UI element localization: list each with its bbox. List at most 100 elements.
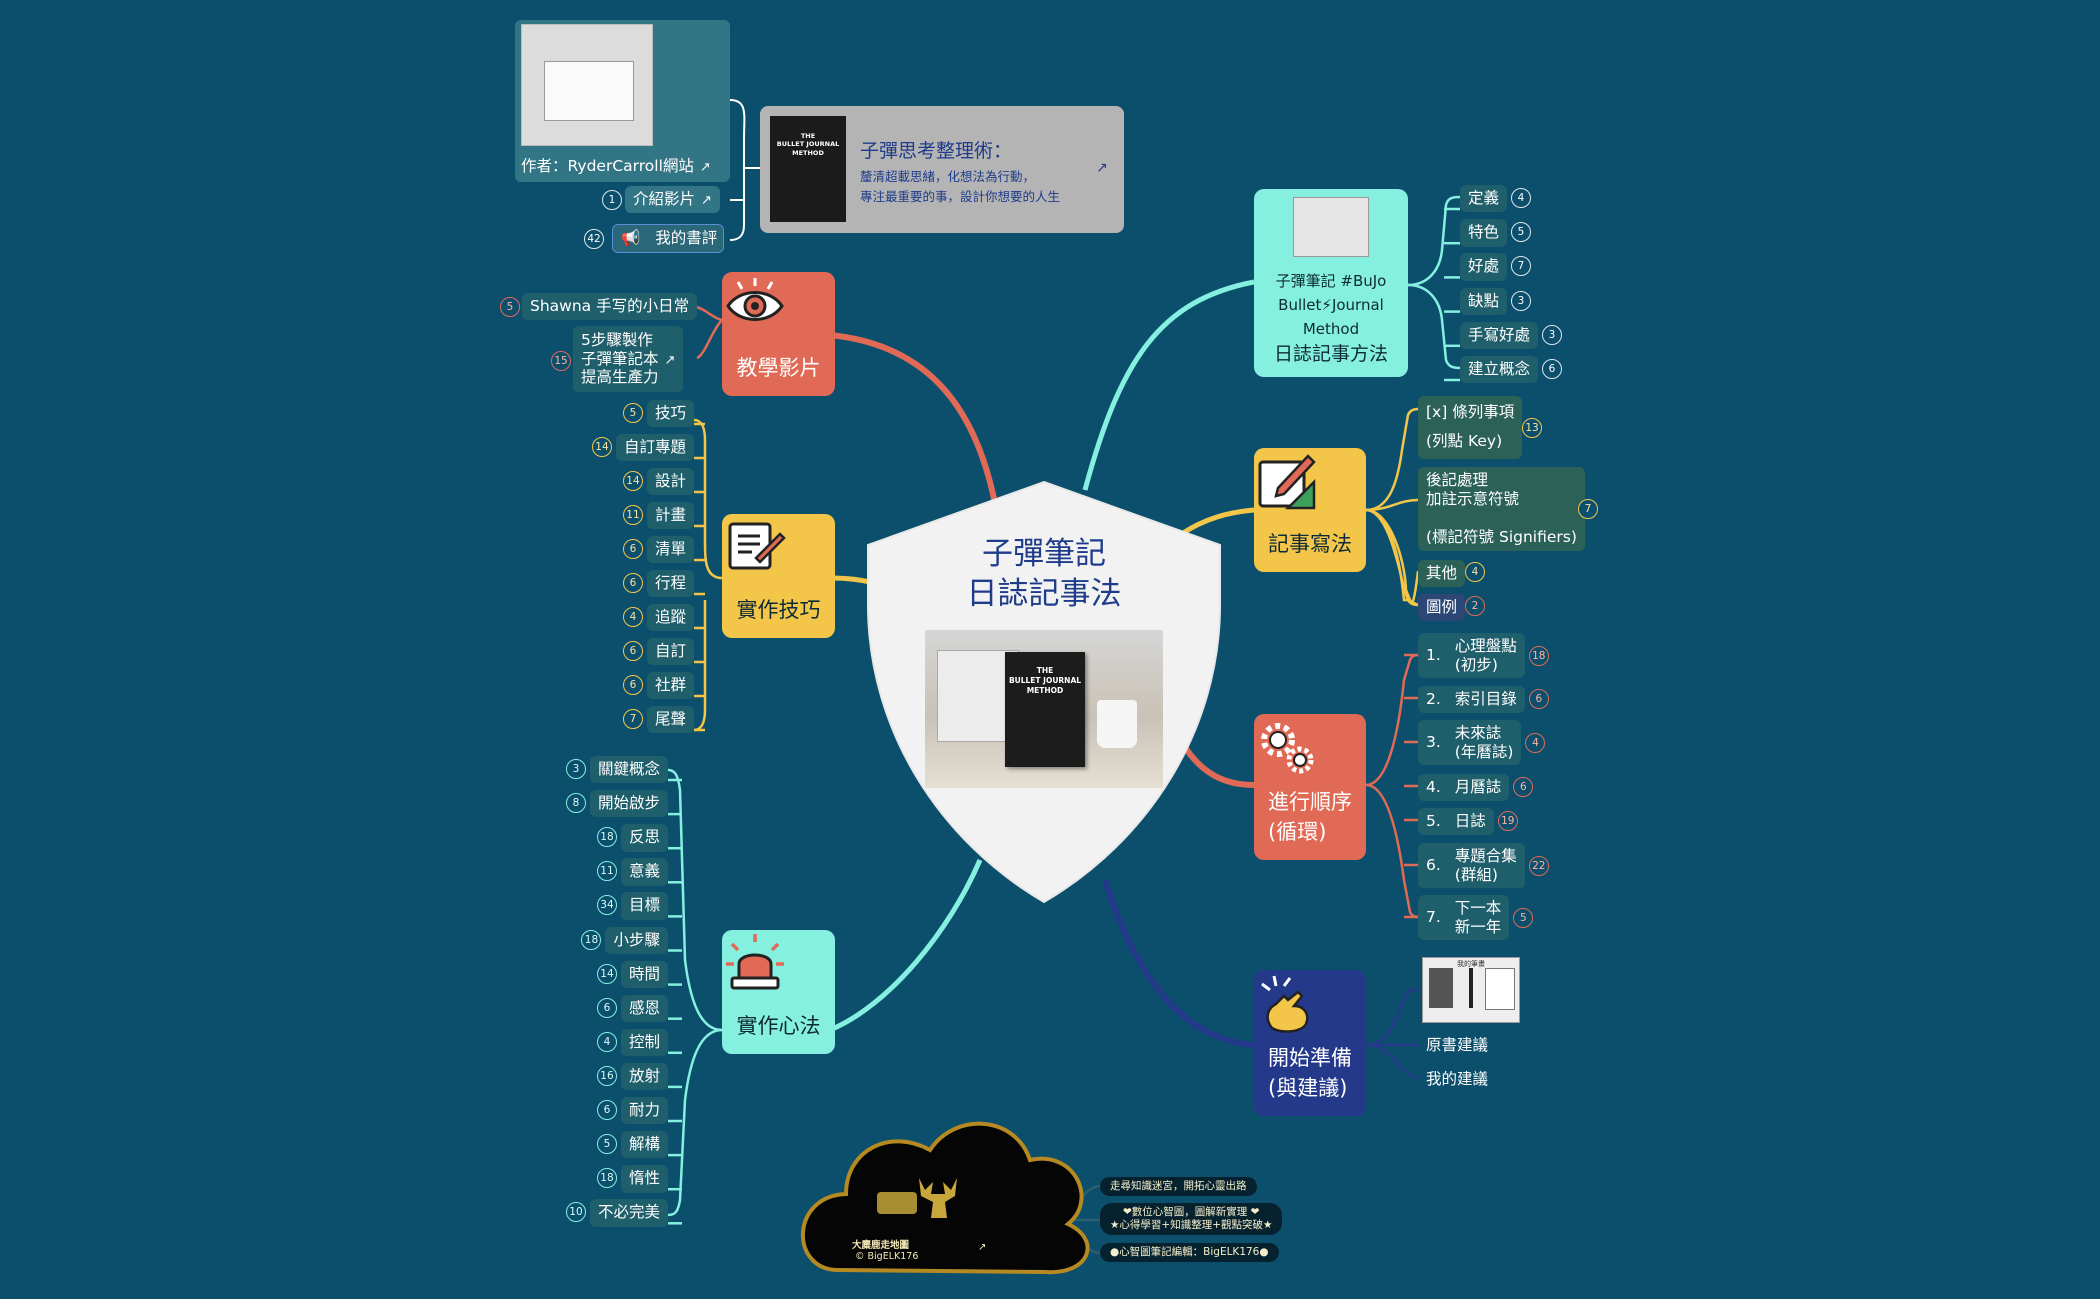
badge-mindset-11: 5 [596, 1134, 617, 1155]
practice-item-1[interactable]: 自訂專題 [615, 434, 694, 462]
intro-video-badge: 1 [602, 190, 622, 210]
method-item-2[interactable]: 好處 [1460, 253, 1508, 281]
teach-item-1[interactable]: 5步驟製作 子彈筆記本↗ 提高生產力 [573, 326, 684, 392]
author-link-label[interactable]: 作者：RyderCarroll網站 [521, 157, 694, 175]
topic-method[interactable]: 子彈筆記 #BuJo Bullet⚡Journal Method 日誌記事方法 [1254, 189, 1408, 377]
practice-item-2[interactable]: 設計 [646, 468, 694, 496]
badge-mindset-8: 4 [596, 1031, 617, 1052]
branch-line-teach [829, 332, 1001, 521]
mindset-item-1[interactable]: 開始啟步 [589, 790, 668, 818]
mindset-item-9[interactable]: 放射 [620, 1062, 668, 1091]
mindset-item-5[interactable]: 小步驟 [605, 926, 668, 954]
mug-shape [1097, 700, 1137, 748]
badge-order-1: 6 [1528, 689, 1549, 709]
topic-writing[interactable]: 記事寫法 [1254, 448, 1366, 572]
badge-teach-1: 15 [551, 351, 571, 371]
practice-item-6[interactable]: 追蹤 [646, 604, 694, 632]
topic-writing-label: 記事寫法 [1268, 532, 1352, 556]
order-item-4[interactable]: 5.日誌 [1418, 808, 1494, 836]
badge-practice-0: 5 [622, 403, 643, 423]
practice-item-9[interactable]: 尾聲 [646, 706, 694, 734]
start-thumbnail: 我的筆畫 [1422, 957, 1520, 1023]
start-item-0[interactable]: 原書建議 [1426, 1036, 1489, 1054]
mindset-item-0[interactable]: 關鍵概念 [589, 756, 668, 784]
method-item-5[interactable]: 建立概念 [1460, 356, 1539, 384]
footer-brand: 大麋鹿走地圖 [852, 1240, 910, 1251]
external-link-icon[interactable]: ↗ [701, 193, 712, 208]
start-item-1[interactable]: 我的建議 [1426, 1070, 1489, 1088]
badge-method-1: 5 [1511, 222, 1532, 243]
teach-item-0[interactable]: Shawna 手写的小日常 [522, 293, 698, 321]
mindset-item-13[interactable]: 不必完美 [589, 1199, 668, 1227]
badge-method-5: 6 [1542, 359, 1563, 379]
badge-practice-9: 7 [622, 709, 643, 729]
mindset-item-3[interactable]: 意義 [620, 858, 668, 886]
external-link-icon[interactable]: ↗ [978, 1242, 987, 1253]
practice-item-4[interactable]: 清單 [646, 536, 694, 564]
method-item-3[interactable]: 缺點 [1460, 287, 1508, 315]
mindset-item-11[interactable]: 解構 [620, 1131, 668, 1159]
external-link-icon[interactable]: ↗ [1096, 160, 1108, 176]
topic-practice[interactable]: 實作技巧 [722, 514, 835, 638]
badge-writing-3: 2 [1465, 596, 1485, 616]
badge-teach-0: 5 [500, 297, 520, 317]
method-item-0[interactable]: 定義 [1460, 185, 1508, 213]
topic-teach[interactable]: 教學影片 [722, 272, 835, 396]
elk-logo [875, 1168, 1005, 1228]
writing-item-3[interactable]: 圖例 [1418, 594, 1466, 622]
mindset-item-10[interactable]: 耐力 [620, 1097, 668, 1125]
badge-mindset-13: 10 [565, 1202, 586, 1223]
book-card-desc-1: 釐清超載思緒，化想法為行動， [860, 169, 1036, 184]
topic-order[interactable]: 進行順序 (循環) [1254, 714, 1366, 860]
badge-order-3: 6 [1513, 777, 1534, 797]
intro-video-link[interactable]: 介紹影片↗ [625, 186, 720, 214]
topic-mindset-label: 實作心法 [736, 1014, 821, 1038]
eye-icon [726, 278, 784, 321]
branch-line-mindset [829, 859, 983, 1033]
method-item-1[interactable]: 特色 [1460, 219, 1508, 247]
central-title-line1: 子彈筆記 [982, 536, 1106, 572]
start-thumbnail-caption: 我的筆畫 [1457, 960, 1485, 968]
author-card[interactable]: 作者：RyderCarroll網站 ↗ [515, 20, 730, 182]
order-item-6[interactable]: 7.下一本新一年 [1418, 895, 1510, 941]
practice-item-3[interactable]: 計畫 [646, 502, 694, 530]
badge-method-4: 3 [1542, 324, 1563, 345]
order-item-5[interactable]: 6.專題合集(群組) [1418, 843, 1525, 889]
practice-item-7[interactable]: 自訂 [646, 638, 694, 666]
practice-item-8[interactable]: 社群 [646, 672, 694, 700]
topic-start[interactable]: 開始準備 (與建議) [1254, 970, 1366, 1116]
badge-mindset-6: 14 [596, 963, 617, 984]
badge-mindset-4: 34 [596, 895, 617, 916]
external-link-icon[interactable]: ↗ [699, 160, 711, 175]
practice-item-0[interactable]: 技巧 [646, 400, 694, 428]
writing-item-1[interactable]: 後記處理 加註示意符號 (標記符號 Signifiers) [1418, 467, 1585, 552]
external-link-icon[interactable]: ↗ [664, 352, 676, 368]
order-item-1[interactable]: 2.索引目錄 [1418, 686, 1525, 714]
order-item-0[interactable]: 1.心理盤點(初步) [1418, 633, 1525, 679]
order-item-3[interactable]: 4.月曆誌 [1418, 774, 1510, 802]
topic-mindset[interactable]: 實作心法 [722, 930, 835, 1054]
badge-mindset-3: 11 [596, 861, 617, 882]
book-card[interactable]: THE BULLET JOURNAL METHOD 子彈思考整理術： 釐清超載思… [760, 106, 1124, 233]
badge-method-3: 3 [1511, 290, 1532, 311]
writing-item-0[interactable]: [x] 條列事項 (列點 Key) [1418, 396, 1523, 459]
book-cover-photo: THE BULLET JOURNAL METHOD [1005, 652, 1085, 767]
badge-mindset-0: 3 [565, 759, 586, 779]
branch-line-method [1082, 279, 1255, 491]
mindset-item-8[interactable]: 控制 [620, 1028, 668, 1057]
footer-copyright: © BigELK176 [855, 1251, 919, 1262]
mindset-item-12[interactable]: 惰性 [620, 1165, 668, 1193]
writing-item-2[interactable]: 其他 [1418, 560, 1466, 588]
mindset-item-7[interactable]: 感恩 [620, 994, 668, 1023]
mindset-item-6[interactable]: 時間 [620, 960, 668, 988]
method-item-4[interactable]: 手寫好處 [1460, 321, 1539, 350]
badge-mindset-5: 18 [581, 929, 602, 950]
review-link[interactable]: 📢 我的書評 [612, 224, 724, 254]
order-item-2[interactable]: 3.未來誌(年曆誌) [1418, 720, 1522, 766]
mindset-item-4[interactable]: 目標 [620, 892, 668, 920]
central-title-line2: 日誌記事法 [966, 576, 1122, 613]
gears-icon [1261, 723, 1314, 774]
mindset-item-2[interactable]: 反思 [620, 824, 668, 852]
practice-item-5[interactable]: 行程 [646, 570, 694, 598]
